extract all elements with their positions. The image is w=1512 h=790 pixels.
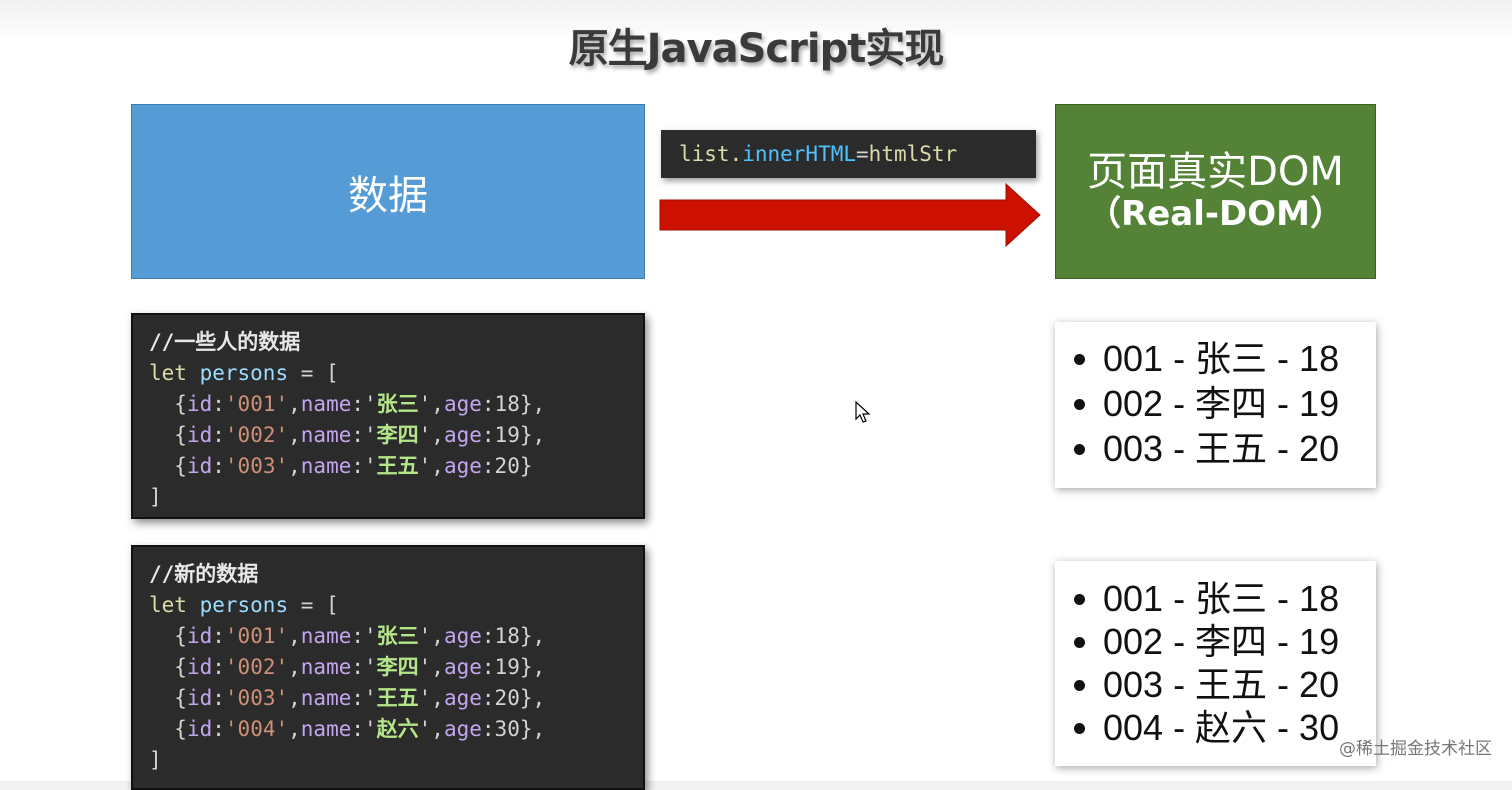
code-assign: = [ — [288, 593, 339, 617]
rendered-list: 001 - 张三 - 18 002 - 李四 - 19 003 - 王五 - 2… — [1055, 336, 1376, 471]
right-arrow-icon — [659, 182, 1041, 248]
inner-html-code-label: list.innerHTML = htmlStr — [661, 130, 1036, 178]
rendered-list-box: 001 - 张三 - 18 002 - 李四 - 19 003 - 王五 - 2… — [1055, 322, 1376, 488]
data-box-label: 数据 — [348, 172, 428, 219]
real-dom-label: 页面真实DOM — [1087, 148, 1344, 195]
watermark: @稀土掘金技术社区 — [1339, 739, 1492, 759]
code-htmlstr: htmlStr — [868, 142, 958, 166]
code-variable: persons — [199, 593, 289, 617]
code-equals: = — [856, 142, 869, 166]
code-row: {id:'002',name:'李四',age:19}, — [174, 423, 546, 447]
code-row: {id:'001',name:'张三',age:18}, — [174, 624, 546, 648]
arrow-cursor-icon — [855, 401, 871, 423]
code-list: list. — [679, 142, 743, 166]
rendered-new-list: 001 - 张三 - 18 002 - 李四 - 19 003 - 王五 - 2… — [1055, 577, 1376, 749]
code-keyword: let — [149, 593, 187, 617]
list-item: 001 - 张三 - 18 — [1103, 336, 1376, 381]
list-item: 003 - 王五 - 20 — [1103, 426, 1376, 471]
code-row: {id:'001',name:'张三',age:18}, — [174, 392, 546, 416]
code-row: {id:'002',name:'李四',age:19}, — [174, 655, 546, 679]
code-innerhtml: innerHTML — [742, 142, 857, 166]
page-title: 原生JavaScript实现 — [568, 26, 945, 72]
code-close-bracket: ] — [149, 485, 162, 509]
code-block-new-persons: //新的数据 let persons = [ {id:'001',name:'张… — [131, 545, 645, 790]
list-item: 002 - 李四 - 19 — [1103, 620, 1376, 663]
rendered-new-list-box: 001 - 张三 - 18 002 - 李四 - 19 003 - 王五 - 2… — [1055, 561, 1376, 766]
list-item: 001 - 张三 - 18 — [1103, 577, 1376, 620]
code-row: {id:'004',name:'赵六',age:30}, — [174, 717, 546, 741]
list-item: 003 - 王五 - 20 — [1103, 663, 1376, 706]
code-row: {id:'003',name:'王五',age:20}, — [174, 686, 546, 710]
code-row: {id:'003',name:'王五',age:20} — [174, 454, 533, 478]
real-dom-box: 页面真实DOM （Real-DOM） — [1055, 104, 1376, 279]
code-keyword: let — [149, 361, 187, 385]
code-comment: //新的数据 — [149, 562, 259, 586]
code-variable: persons — [199, 361, 289, 385]
list-item: 004 - 赵六 - 30 — [1103, 706, 1376, 749]
data-box: 数据 — [131, 104, 645, 279]
code-comment: //一些人的数据 — [149, 330, 301, 354]
real-dom-sub: （Real-DOM） — [1087, 193, 1344, 234]
list-item: 002 - 李四 - 19 — [1103, 381, 1376, 426]
code-assign: = [ — [288, 361, 339, 385]
code-close-bracket: ] — [149, 748, 162, 772]
code-block-persons: //一些人的数据 let persons = [ {id:'001',name:… — [131, 313, 645, 519]
